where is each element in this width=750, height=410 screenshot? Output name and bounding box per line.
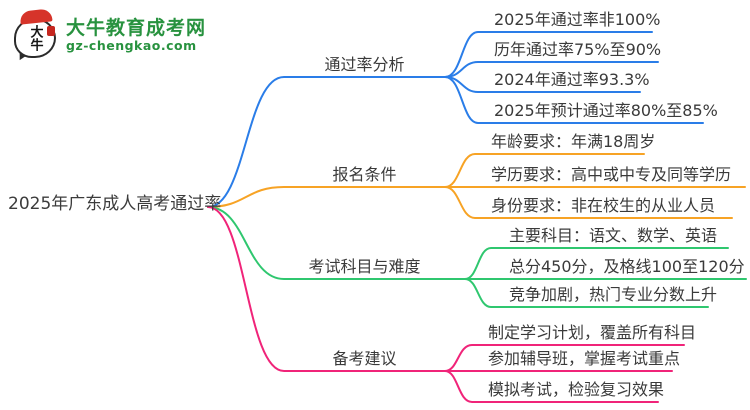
leaf-node: 竞争加剧，热门专业分数上升 xyxy=(509,285,718,304)
leaf-curve-subjects-3 xyxy=(464,278,709,308)
leaf-curve-pass-rate-4 xyxy=(444,76,704,124)
leaf-node: 2025年预计通过率80%至85% xyxy=(494,101,718,120)
leaf-node: 主要科目：语文、数学、英语 xyxy=(509,226,718,245)
leaf-curve-registration-1 xyxy=(444,153,645,188)
leaf-node: 年龄要求：年满18周岁 xyxy=(491,132,656,151)
leaf-node: 身份要求：非在校生的从业人员 xyxy=(491,196,716,215)
leaf-node: 2025年通过率非100% xyxy=(494,10,661,29)
branch-label-pass-rate-analysis: 通过率分析 xyxy=(324,55,405,74)
logo-title: 大牛教育成考网 xyxy=(66,17,207,39)
leaf-node: 2024年通过率93.3% xyxy=(494,70,650,89)
logo-domain: gz-chengkao.com xyxy=(66,38,197,53)
logo-bubble-chars: 大牛 xyxy=(27,25,43,51)
red-seal-icon xyxy=(47,26,55,36)
branch-curve-registration xyxy=(207,186,446,208)
branch-label-exam-subjects-difficulty: 考试科目与难度 xyxy=(308,257,421,276)
leaf-curve-preparation-3 xyxy=(444,370,659,403)
leaf-node: 历年通过率75%至90% xyxy=(494,40,662,59)
branch-label-registration-requirements: 报名条件 xyxy=(332,165,397,184)
leaf-node: 学历要求：高中或中专及同等学历 xyxy=(491,165,732,184)
logo-text: 大牛教育成考网 gz-chengkao.com xyxy=(66,17,206,53)
leaf-node: 模拟考试，检验复习效果 xyxy=(488,380,665,399)
branch-curve-subjects xyxy=(207,206,466,280)
ox-speech-bubble-icon: 大牛 xyxy=(12,8,58,63)
branch-curve-pass-rate xyxy=(207,76,446,208)
leaf-node: 制定学习计划，覆盖所有科目 xyxy=(488,323,697,342)
branch-label-preparation-tips: 备考建议 xyxy=(332,349,397,368)
leaf-node: 总分450分，及格线100至120分 xyxy=(509,257,745,276)
site-logo[interactable]: 大牛 大牛教育成考网 gz-chengkao.com xyxy=(12,8,206,63)
leaf-node: 参加辅导班，掌握考试重点 xyxy=(488,349,681,368)
branch-curve-preparation xyxy=(207,206,446,372)
leaf-curve-subjects-1 xyxy=(464,247,729,280)
root-node: 2025年广东成人高考通过率 xyxy=(8,194,222,214)
leaf-curve-registration-3 xyxy=(444,186,733,219)
